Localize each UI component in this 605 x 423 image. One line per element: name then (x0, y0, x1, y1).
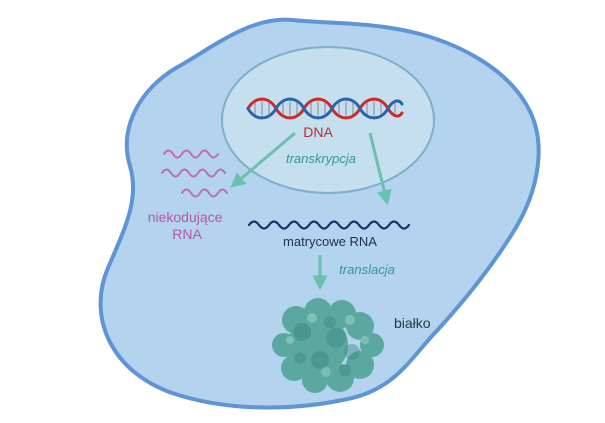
mrna-label: matrycowe RNA (283, 234, 377, 249)
noncoding-rna-label: niekodujące RNA (148, 209, 227, 242)
dna-helix-icon (246, 97, 404, 120)
noncoding-rna-label-line-1: niekodujące (148, 209, 223, 225)
nucleus (221, 46, 435, 194)
protein-icon (272, 298, 384, 393)
transcription-arrow-to-mrna (368, 132, 392, 206)
dna-label: DNA (303, 124, 333, 140)
noncoding-rna-strands-icon (161, 149, 228, 198)
transcription-arrow-to-noncoding-rna (230, 131, 296, 188)
translation-label: translacja (339, 262, 395, 277)
transcription-label: transkrypcja (286, 151, 356, 166)
noncoding-rna-label-line-2: RNA (172, 226, 202, 242)
protein-label: białko (394, 315, 431, 331)
mrna-strand-icon (247, 220, 411, 230)
